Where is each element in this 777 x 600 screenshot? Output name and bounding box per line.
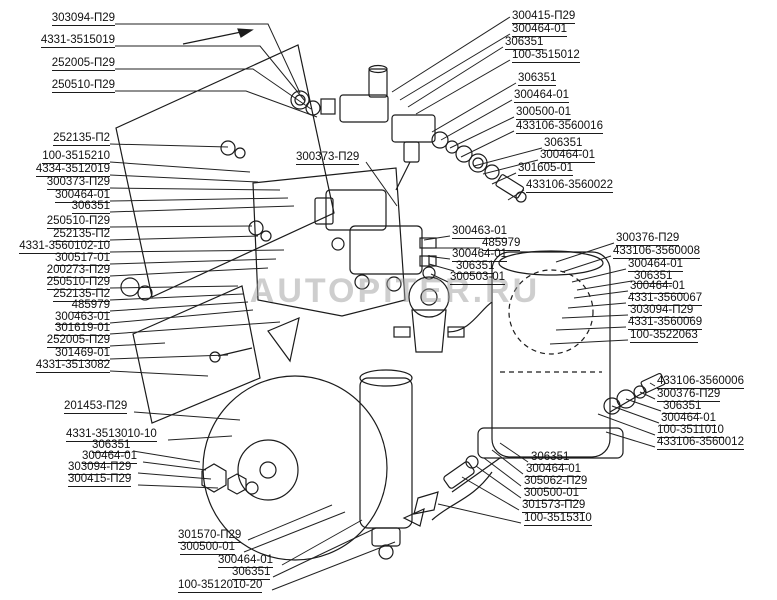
part-label: 100-3515210	[42, 150, 110, 165]
part-label: 306351	[92, 439, 131, 454]
part-label: 252135-П2	[53, 132, 110, 147]
part-label: 433106-3560006	[657, 375, 744, 390]
part-label: 200273-П29	[46, 264, 110, 279]
part-label: 300464-01	[540, 149, 595, 164]
part-label: 300376-П29	[616, 232, 680, 247]
part-label: 300464-01	[514, 89, 569, 104]
part-label: 301605-01	[518, 162, 573, 177]
part-label: 300464-01	[82, 450, 137, 465]
part-label: 300517-01	[55, 252, 110, 267]
part-label: 300464-01	[630, 280, 685, 295]
part-label: 301573-П29	[522, 499, 586, 514]
part-label: 433106-3560012	[657, 436, 744, 451]
part-label: 300463-01	[452, 225, 507, 240]
part-label: 306351	[456, 260, 495, 275]
part-label: 306351	[71, 200, 110, 215]
part-label: 250510-П29	[46, 276, 110, 291]
part-label: 306351	[531, 451, 570, 466]
part-label: 4331-3560067	[628, 292, 703, 307]
part-label: 303094-П29	[51, 12, 115, 27]
master-cylinder	[359, 369, 413, 560]
part-label: 201453-П29	[64, 400, 128, 415]
pressure-regulator	[393, 255, 493, 353]
air-dryer-receiver	[477, 250, 666, 459]
part-label: 250510-П29	[46, 215, 110, 230]
part-label: 300376-П29	[657, 388, 721, 403]
part-label: 433106-3560022	[526, 179, 613, 194]
part-label: 485979	[71, 299, 110, 314]
part-label: 252135-П2	[53, 288, 110, 303]
part-label: 306351	[232, 566, 271, 581]
part-label: 4331-3560102-10	[19, 240, 110, 255]
part-label: 300373-П29	[296, 151, 360, 166]
part-label: 300464-01	[512, 23, 567, 38]
part-label: 300463-01	[55, 311, 110, 326]
part-label: 300500-01	[516, 106, 571, 121]
part-label: 300464-01	[218, 554, 273, 569]
drain-valve-assembly	[402, 455, 501, 527]
part-label: 250510-П29	[51, 79, 115, 94]
top-pipeline-fittings	[290, 64, 527, 203]
part-label: 4334-3512019	[35, 163, 110, 178]
part-label: 303094-П29	[68, 461, 132, 476]
part-label: 100-3511010	[657, 424, 724, 439]
part-label: 300415-П29	[512, 10, 576, 25]
part-label: 300500-01	[524, 487, 579, 502]
part-label: 300500-01	[180, 541, 235, 556]
part-label: 306351	[663, 400, 702, 415]
mounting-bracket-panel	[115, 44, 335, 424]
part-label: 100-3512010-20	[178, 579, 263, 594]
part-label: 306351	[544, 137, 583, 152]
part-label: 300373-П29	[46, 176, 110, 191]
part-label: 4331-3560069	[628, 316, 703, 331]
part-label: 100-3522063	[630, 329, 698, 344]
part-label: 4331-3513082	[35, 359, 110, 374]
part-label: 4331-3513010-10	[66, 428, 157, 443]
part-label: 303094-П29	[630, 304, 694, 319]
part-label: 306351	[505, 36, 544, 51]
part-label: 100-3515310	[524, 512, 592, 527]
part-label: 300415-П29	[68, 473, 132, 488]
part-label: 252005-П29	[46, 334, 110, 349]
part-label: 301619-01	[55, 322, 110, 337]
part-label: 301469-01	[55, 347, 110, 362]
direction-arrow-icon	[182, 28, 254, 45]
vacuum-booster	[201, 375, 388, 561]
part-label: 300503-01	[450, 271, 505, 286]
part-label: 300464-01	[526, 463, 581, 478]
part-label: 306351	[634, 270, 673, 285]
leader-lines	[109, 16, 662, 591]
part-label: 300464-01	[661, 412, 716, 427]
part-label: 100-3515012	[512, 49, 580, 64]
part-label: 306351	[518, 72, 557, 87]
part-label: 485979	[482, 237, 521, 252]
part-label: 433106-3560016	[516, 120, 603, 135]
part-label: 252135-П2	[53, 228, 110, 243]
part-label: 433106-3560008	[613, 245, 700, 260]
part-label: 300464-01	[55, 189, 110, 204]
part-label: 4331-3515019	[40, 34, 115, 49]
part-label: 305062-П29	[524, 475, 588, 490]
part-label: 300464-01	[452, 248, 507, 263]
part-label: 252005-П29	[51, 57, 115, 72]
part-label: 301570-П29	[178, 529, 242, 544]
part-label: 300464-01	[628, 258, 683, 273]
watermark: AUTOPITER.RU	[249, 272, 541, 310]
